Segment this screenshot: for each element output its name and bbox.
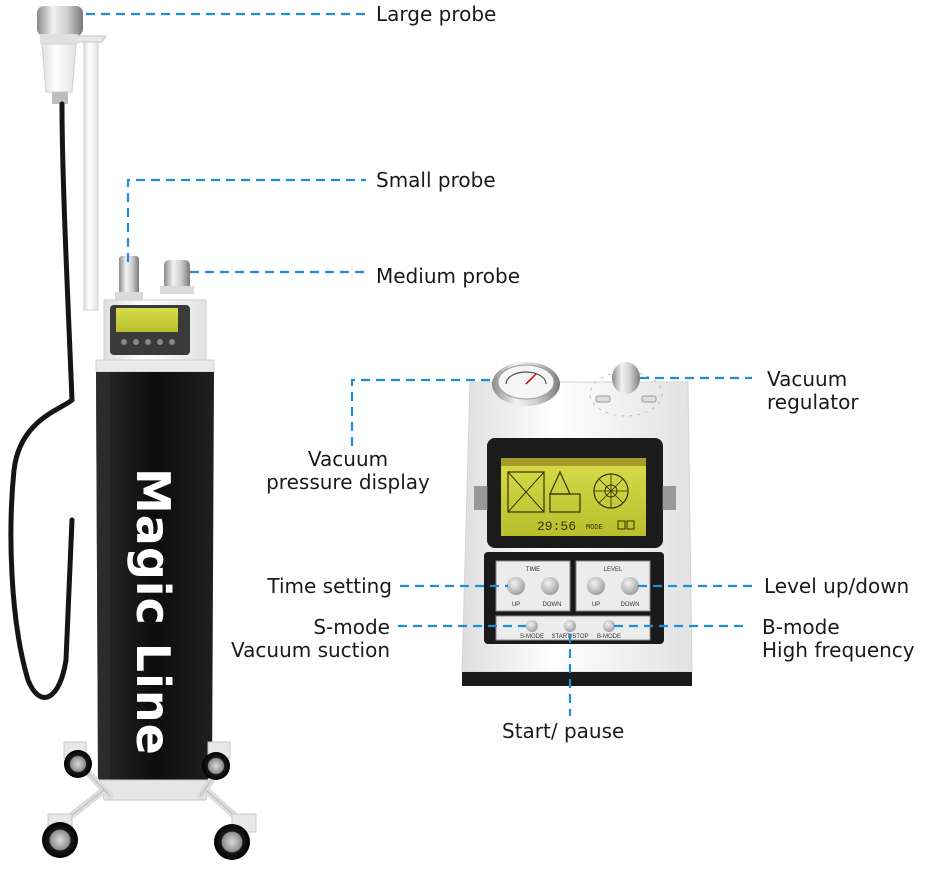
label-time-setting: Time setting: [267, 574, 392, 598]
wheel-icon: [42, 822, 78, 858]
label-start-pause: Start/ pause: [502, 719, 625, 743]
machine-base: [42, 741, 257, 860]
leader-lines: [86, 12, 752, 716]
s-mode-button[interactable]: [526, 620, 538, 632]
machine-head: [95, 256, 215, 373]
label-vacuum-regulator: Vacuum regulator: [767, 367, 859, 414]
label-vacuum-pressure-display: Vacuum pressure display: [266, 447, 430, 494]
time-down-button[interactable]: [541, 577, 559, 595]
large-probe: [37, 6, 83, 104]
level-down-label: DOWN: [621, 602, 640, 608]
wheel-icon: [202, 752, 230, 780]
start-stop-button[interactable]: [564, 620, 576, 632]
level-up-label: UP: [592, 602, 600, 608]
leader-small-probe: [126, 178, 366, 262]
b-mode-button[interactable]: [603, 620, 615, 632]
brand-logo-text: Magic Line: [126, 468, 180, 756]
time-up-label: UP: [512, 602, 520, 608]
lcd-time: 29:56: [537, 519, 576, 534]
time-group-label: TIME: [526, 567, 540, 573]
time-down-label: DOWN: [543, 602, 562, 608]
level-up-button[interactable]: [587, 577, 605, 595]
vacuum-gauge-icon: [492, 362, 560, 406]
wheel-icon: [214, 824, 250, 860]
control-panel-closeup: 29:56 MODE TIME LEVEL UP DOWN UP DOWN: [461, 362, 693, 686]
wheel-icon: [64, 750, 92, 778]
machine-body: [96, 372, 214, 780]
label-level-up-down: Level up/down: [764, 574, 910, 598]
vacuum-regulator-knob-icon: [589, 362, 663, 417]
label-b-mode: B-mode High frequency: [762, 615, 915, 662]
level-down-button[interactable]: [621, 577, 639, 595]
label-medium-probe: Medium probe: [376, 264, 521, 288]
level-group-label: LEVEL: [604, 567, 623, 573]
label-small-probe: Small probe: [376, 168, 496, 192]
label-s-mode: S-mode Vacuum suction: [231, 615, 390, 662]
standing-machine: [8, 6, 257, 860]
s-mode-key-label: S-MODE: [520, 634, 544, 640]
lcd-mode-label: MODE: [586, 524, 603, 532]
b-mode-key-label: B-MODE: [597, 634, 621, 640]
label-large-probe: Large probe: [376, 2, 497, 26]
time-up-button[interactable]: [507, 577, 525, 595]
leader-vacuum-pressure-display: [350, 378, 490, 446]
lcd-screen: 29:56 MODE: [501, 458, 646, 536]
